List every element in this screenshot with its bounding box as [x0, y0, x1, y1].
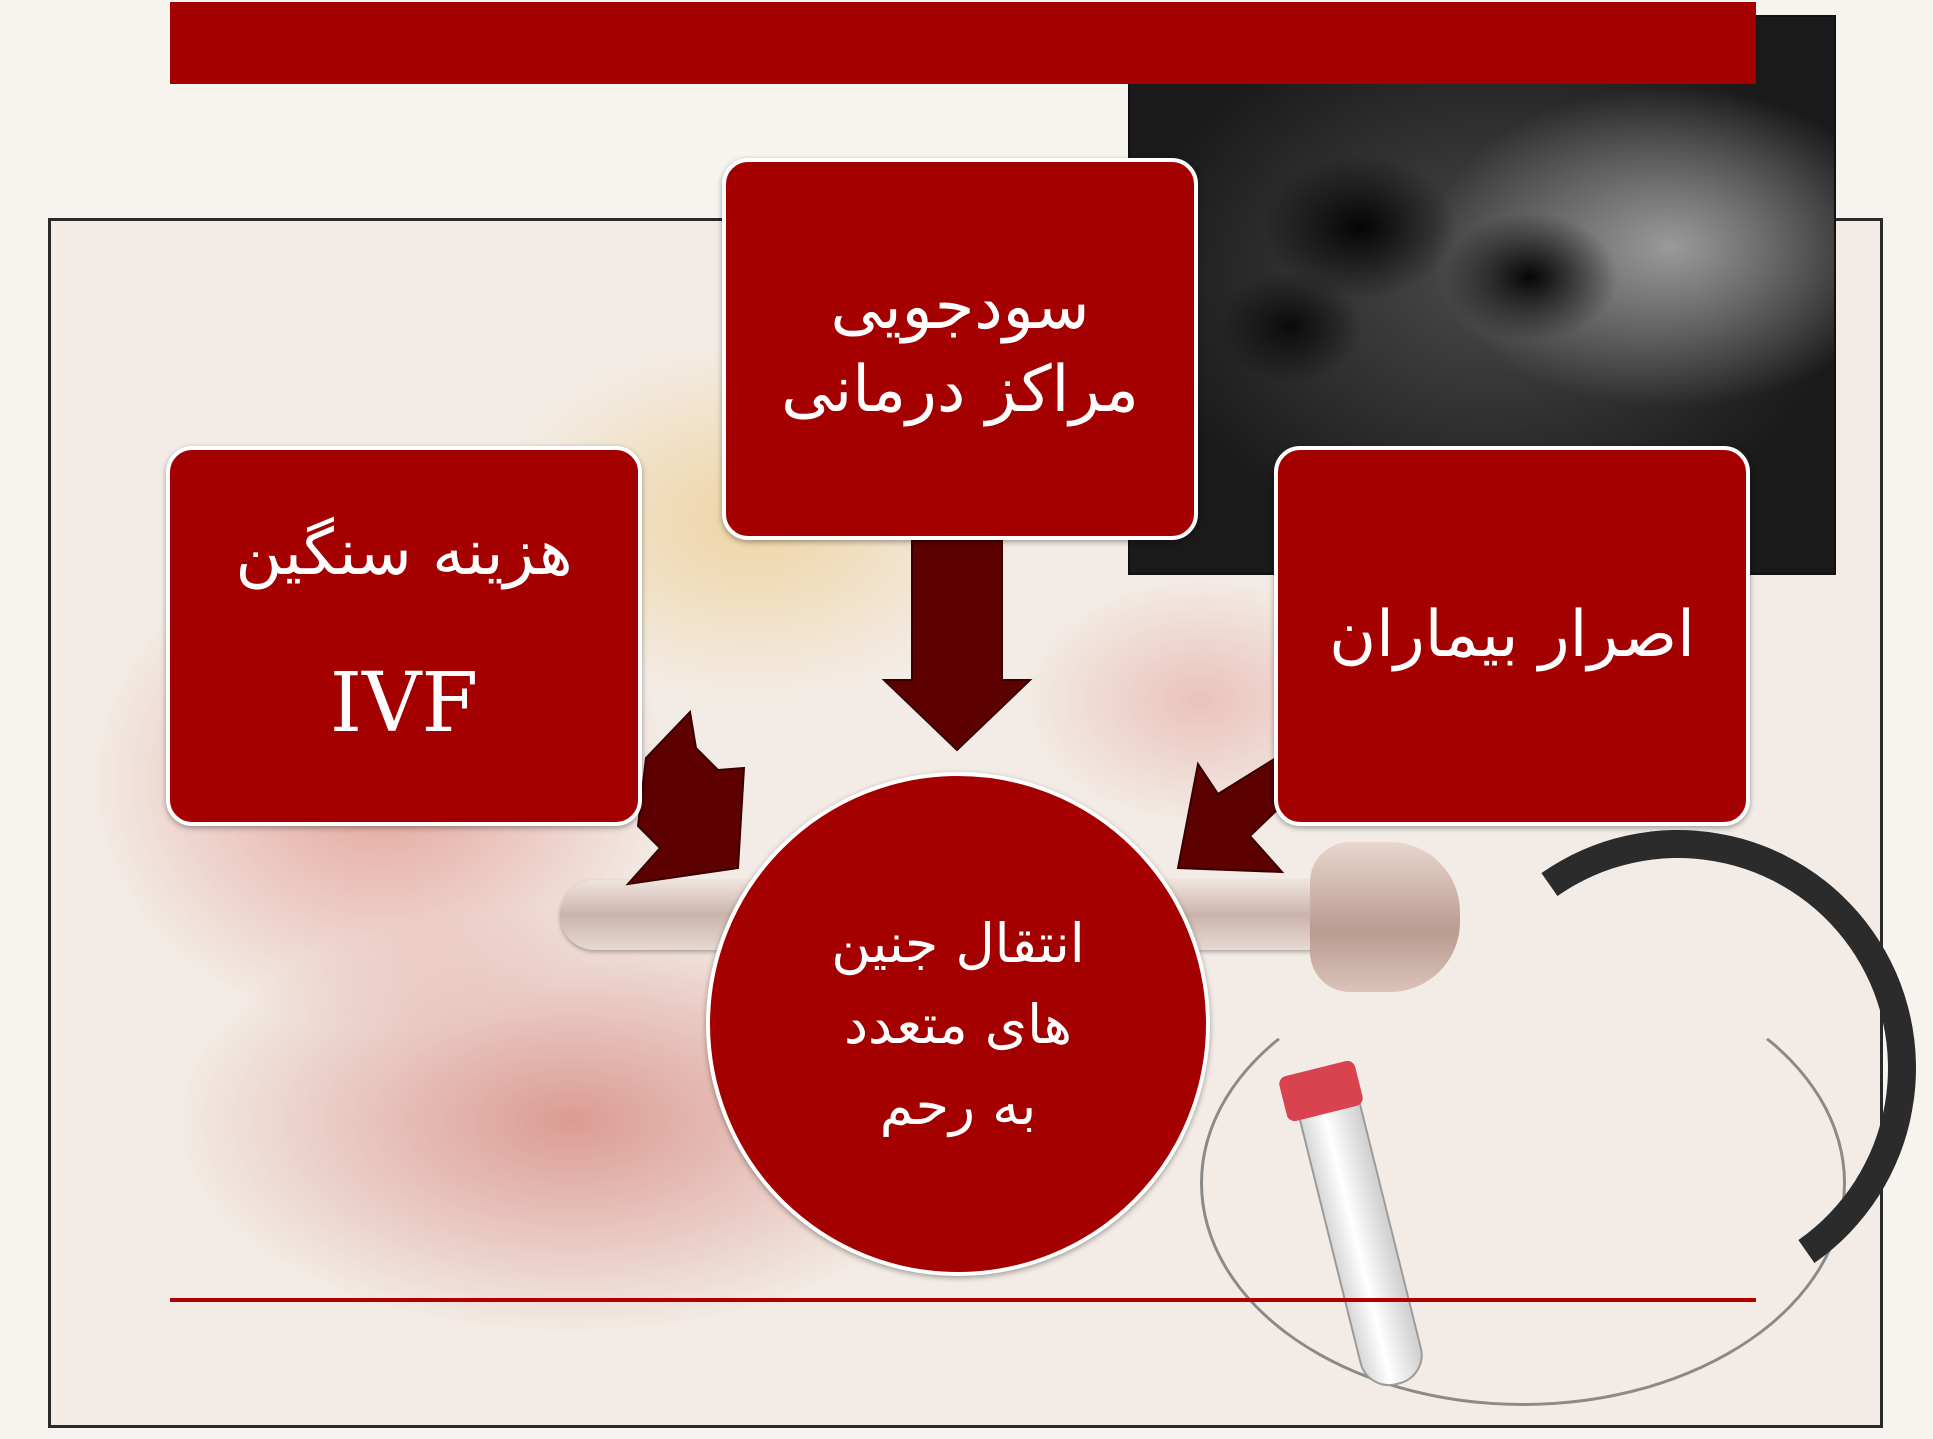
node-multiple-embryo-transfer: انتقال جنین های متعدد به رحم: [706, 772, 1210, 1276]
node-center-line-2: های متعدد: [844, 984, 1072, 1065]
node-profit-line-2: مراکز درمانی: [781, 349, 1139, 432]
node-center-line-1: انتقال جنین: [831, 903, 1085, 984]
node-high-cost: هزینه سنگین IVF: [166, 446, 642, 826]
header-bar: [170, 2, 1756, 84]
node-profit-seeking: سودجویی مراکز درمانی: [722, 158, 1198, 540]
node-center-line-3: به رحم: [880, 1065, 1037, 1146]
node-profit-line-1: سودجویی: [831, 266, 1090, 349]
node-insist-line-1: اصرار بیماران: [1329, 594, 1695, 677]
node-cost-line-2: IVF: [330, 651, 479, 758]
ultrasound-probe-handle: [1310, 842, 1460, 992]
node-patient-insistence: اصرار بیماران: [1274, 446, 1750, 826]
node-cost-line-1: هزینه سنگین: [235, 512, 572, 595]
footer-rule: [170, 1298, 1756, 1302]
